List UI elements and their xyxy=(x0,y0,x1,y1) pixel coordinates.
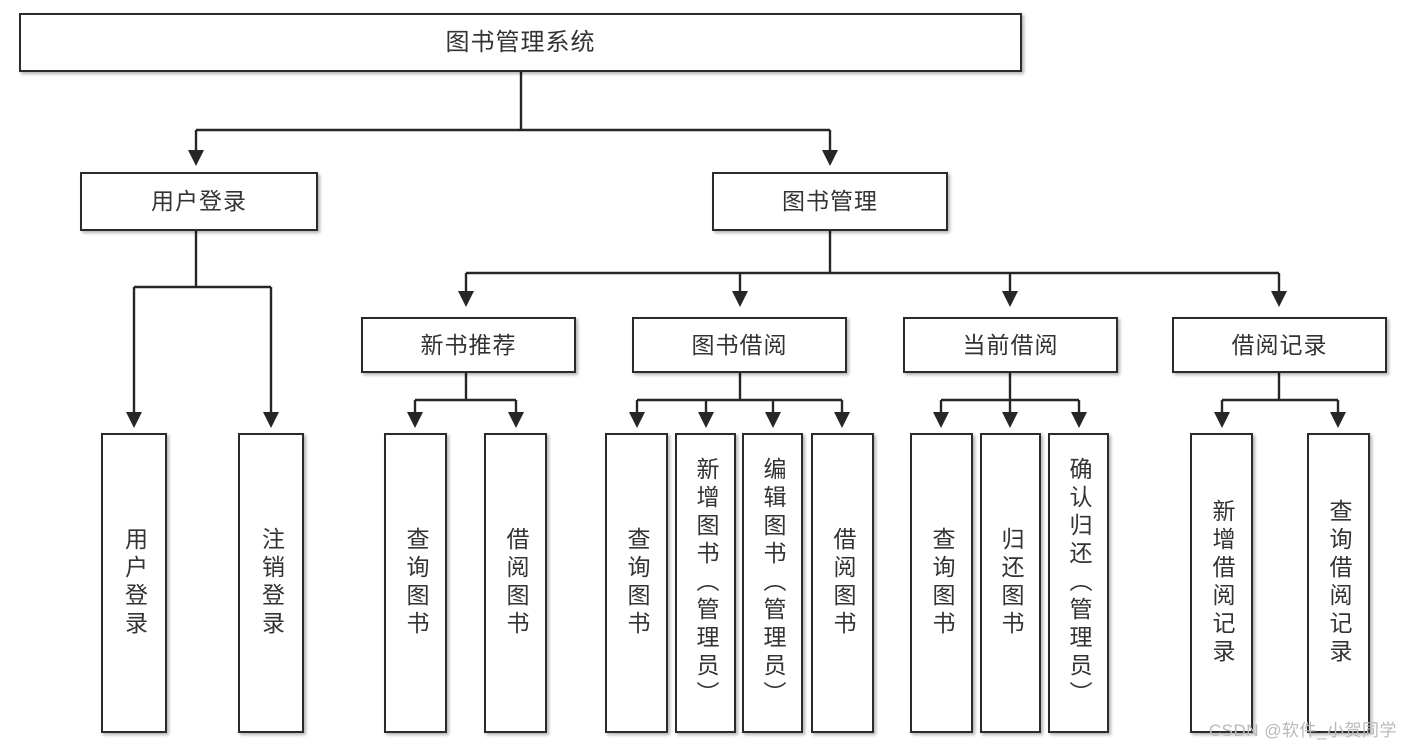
node-leaf-query-record-label: 查询借阅记录 xyxy=(1326,499,1352,667)
node-leaf-add-record[interactable]: 新增借阅记录 xyxy=(1190,433,1253,733)
node-root[interactable]: 图书管理系统 xyxy=(19,13,1022,72)
node-leaf-confirm-return[interactable]: 确认归还（管理员） xyxy=(1048,433,1109,733)
node-leaf-query-book-3[interactable]: 查询图书 xyxy=(910,433,973,733)
node-borrow-record-label: 借阅记录 xyxy=(1231,331,1328,358)
node-current-borrow[interactable]: 当前借阅 xyxy=(903,317,1118,373)
node-book-borrow[interactable]: 图书借阅 xyxy=(632,317,847,373)
node-leaf-add-book[interactable]: 新增图书（管理员） xyxy=(675,433,736,733)
node-user-login[interactable]: 用户登录 xyxy=(80,172,318,231)
node-leaf-logout[interactable]: 注销登录 xyxy=(238,433,304,733)
node-root-label: 图书管理系统 xyxy=(445,28,596,56)
node-leaf-borrow-book-2[interactable]: 借阅图书 xyxy=(811,433,874,733)
watermark-text: CSDN @软件_小贺同学 xyxy=(1208,721,1397,740)
node-book-management[interactable]: 图书管理 xyxy=(712,172,948,231)
node-new-book-recommend[interactable]: 新书推荐 xyxy=(361,317,576,373)
node-leaf-borrow-book-1-label: 借阅图书 xyxy=(503,527,529,639)
node-leaf-return-book-label: 归还图书 xyxy=(998,527,1024,639)
node-leaf-query-record[interactable]: 查询借阅记录 xyxy=(1307,433,1370,733)
node-leaf-add-book-label: 新增图书（管理员） xyxy=(693,457,719,709)
node-leaf-query-book-2[interactable]: 查询图书 xyxy=(605,433,668,733)
node-leaf-query-book-2-label: 查询图书 xyxy=(624,527,650,639)
node-leaf-add-record-label: 新增借阅记录 xyxy=(1209,499,1235,667)
node-user-login-label: 用户登录 xyxy=(151,188,247,215)
node-book-borrow-label: 图书借阅 xyxy=(691,331,788,358)
node-borrow-record[interactable]: 借阅记录 xyxy=(1172,317,1387,373)
node-leaf-edit-book[interactable]: 编辑图书（管理员） xyxy=(742,433,803,733)
node-leaf-query-book-1-label: 查询图书 xyxy=(403,527,429,639)
node-leaf-borrow-book-2-label: 借阅图书 xyxy=(830,527,856,639)
node-leaf-borrow-book-1[interactable]: 借阅图书 xyxy=(484,433,547,733)
node-leaf-user-login-label: 用户登录 xyxy=(121,527,148,639)
node-leaf-query-book-3-label: 查询图书 xyxy=(929,527,955,639)
node-leaf-confirm-return-label: 确认归还（管理员） xyxy=(1066,457,1092,709)
node-book-management-label: 图书管理 xyxy=(782,188,878,215)
node-leaf-query-book-1[interactable]: 查询图书 xyxy=(384,433,447,733)
node-leaf-return-book[interactable]: 归还图书 xyxy=(980,433,1041,733)
node-leaf-edit-book-label: 编辑图书（管理员） xyxy=(760,457,786,709)
node-leaf-user-login[interactable]: 用户登录 xyxy=(101,433,167,733)
node-leaf-logout-label: 注销登录 xyxy=(258,527,285,639)
node-new-book-recommend-label: 新书推荐 xyxy=(420,331,517,358)
node-current-borrow-label: 当前借阅 xyxy=(962,331,1059,358)
